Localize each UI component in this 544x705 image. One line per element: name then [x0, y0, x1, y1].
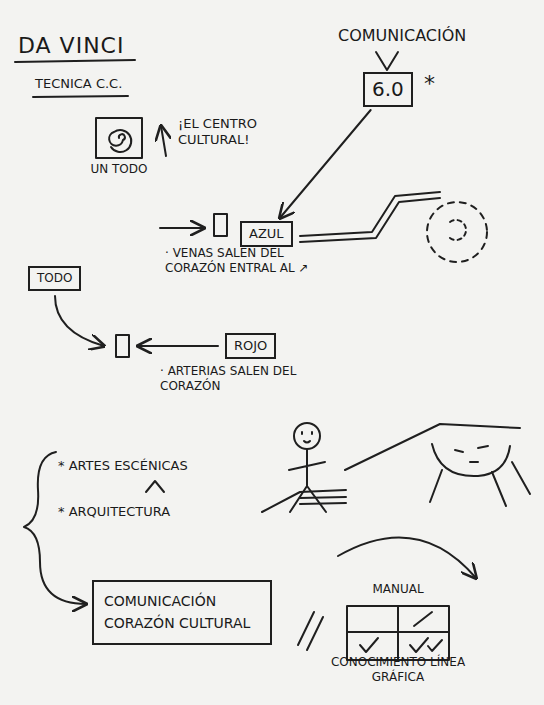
face-outline [432, 444, 510, 476]
concept-box: COMUNICACIÓN CORAZÓN CULTURAL [92, 580, 272, 645]
caret [376, 52, 398, 70]
box-text: ROJO [234, 338, 267, 354]
connector-arrow [280, 110, 371, 218]
todo-box: TODO [28, 266, 81, 291]
double-slash [298, 612, 323, 650]
title: DA VINCI [18, 32, 124, 60]
dashed-arc [448, 220, 466, 240]
box-text: 6.0 [372, 77, 404, 102]
small-square [116, 335, 129, 357]
pointer-arrow [161, 126, 166, 156]
manual-grid [347, 606, 449, 660]
caret [146, 481, 164, 492]
figure-head [294, 423, 320, 449]
node-caption: UN TODO [79, 162, 159, 177]
figure-body [289, 449, 326, 512]
spiral-square [96, 118, 142, 158]
shape-space [79, 116, 159, 162]
arrow [138, 345, 218, 347]
legs [430, 462, 530, 506]
manual-node: MANUAL CONOCIMIENTO LÍNEA GRÁFICA [330, 582, 466, 685]
vessel-line [300, 198, 440, 242]
note-label: * ARQUITECTURA [58, 504, 170, 520]
arrow [160, 227, 204, 229]
shape-space [330, 597, 466, 655]
note-label: ¡EL CENTRO CULTURAL! [178, 116, 298, 149]
grid-lines [347, 606, 449, 660]
bracket-arrow [24, 452, 86, 604]
node-caption: CONOCIMIENTO LÍNEA GRÁFICA [330, 655, 466, 685]
figure-face [302, 432, 312, 443]
building-sketch [262, 490, 346, 512]
version-box: 6.0 [363, 72, 413, 107]
note-label: · VENAS SALEN DEL CORAZÓN ENTRAL AL ↗ [165, 246, 335, 276]
note-label: TECNICA C.C. [35, 76, 122, 92]
vessel-line [300, 192, 440, 236]
face-features [455, 446, 488, 462]
note-label: COMUNICACIÓN [338, 26, 466, 46]
box-text: COMUNICACIÓN CORAZÓN CULTURAL [104, 590, 260, 635]
note-label: · ARTERIAS SALEN DEL CORAZÓN [160, 364, 335, 394]
note-label: * ARTES ESCÉNICAS [58, 458, 188, 474]
checkmarks [360, 638, 442, 652]
spiral [109, 130, 131, 152]
dashed-circle [427, 202, 487, 262]
subtitle-underline [33, 96, 128, 97]
note-label: * [424, 70, 435, 98]
grid-stroke [414, 612, 432, 626]
small-square [214, 214, 227, 236]
spiral-node: UN TODO [79, 116, 159, 177]
curved-arrow [338, 537, 476, 578]
node-heading: MANUAL [330, 582, 466, 597]
color-box: ROJO [225, 333, 276, 359]
title-underline [15, 60, 135, 62]
box-text: AZUL [249, 226, 284, 242]
curved-arrow [55, 296, 104, 346]
box-text: TODO [37, 271, 72, 286]
color-box: AZUL [240, 221, 293, 247]
